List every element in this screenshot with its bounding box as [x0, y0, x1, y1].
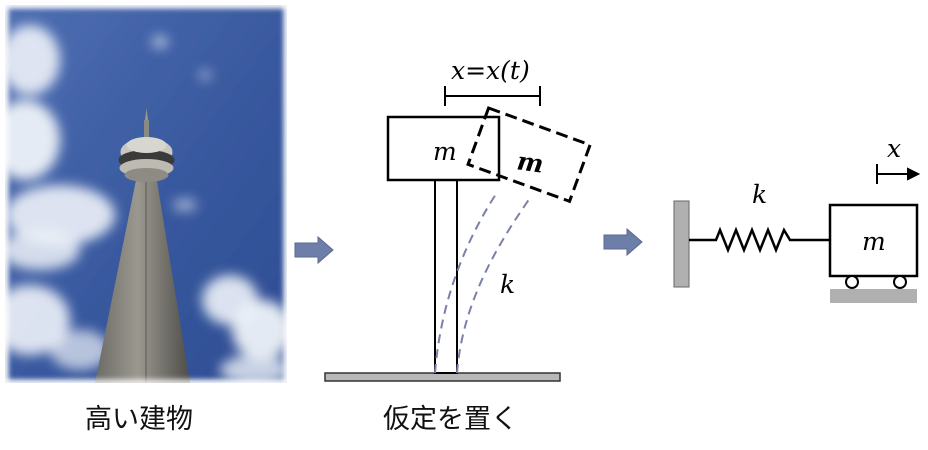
arrow-right-icon [294, 235, 334, 265]
cart-displacement-label: x [887, 134, 902, 163]
spring-mass-system [673, 164, 921, 303]
fixed-wall [673, 200, 690, 288]
mass-label: m [433, 137, 457, 166]
displacement-label: x=x(t) [451, 56, 530, 85]
arrow-right-icon [603, 227, 643, 257]
photo-vignette [2, 2, 290, 386]
deflection-curve-right [456, 197, 531, 374]
displaced-mass-label: m [515, 146, 546, 179]
wheel [845, 275, 859, 289]
wheel [893, 275, 907, 289]
tower-photo [5, 5, 287, 383]
cart-mass-label: m [862, 227, 886, 256]
clouds [5, 25, 287, 383]
ground-slab [324, 372, 561, 382]
displacement-dimension [444, 86, 541, 106]
stiffness-label: k [500, 270, 516, 299]
tower [95, 108, 190, 383]
model-caption: 仮定を置く [383, 404, 518, 435]
cart-displacement-dimension [876, 164, 921, 184]
mass-cart [828, 203, 919, 278]
column [434, 179, 458, 374]
spring [689, 226, 830, 254]
displaced-mass-block [466, 106, 592, 204]
deflection-curve-left [434, 193, 497, 374]
floor [830, 289, 917, 303]
photo-caption: 高い建物 [85, 404, 193, 435]
building-model [324, 86, 592, 382]
spring-label: k [752, 180, 768, 209]
